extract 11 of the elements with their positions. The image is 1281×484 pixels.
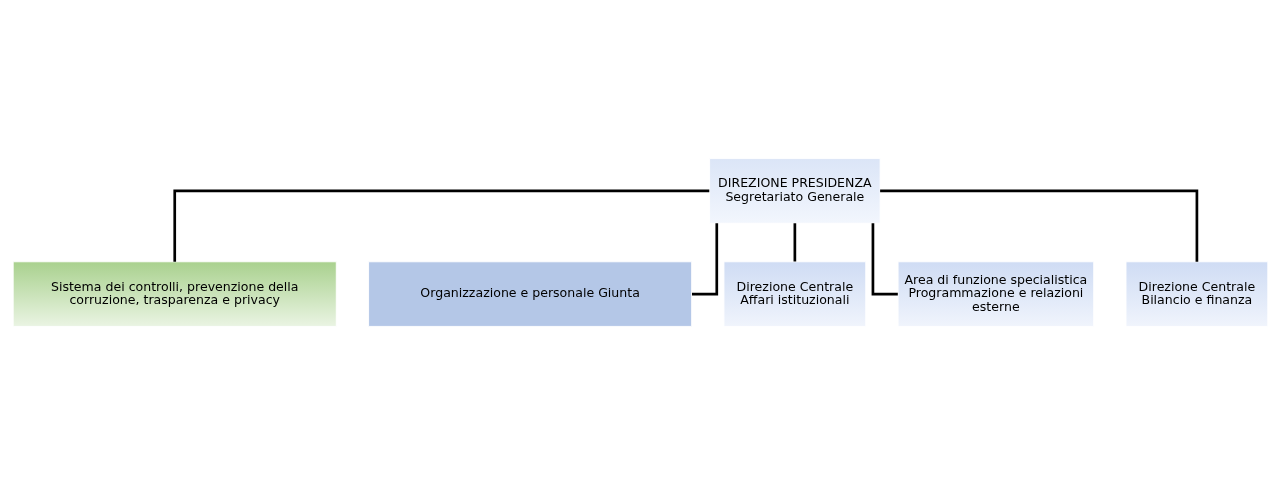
node-box: Area di funzione specialistica Programmazione e relazioni esterne — [897, 260, 1095, 327]
node-box: DIREZIONE PRESIDENZA Segretariato Generale — [709, 157, 881, 224]
connector — [871, 222, 898, 295]
connector — [793, 222, 797, 261]
connector — [692, 222, 719, 295]
connector — [173, 189, 710, 262]
node-box: Direzione Centrale Bilancio e finanza — [1125, 260, 1269, 327]
node-box: Sistema dei controlli, prevenzione della corruzione, trasparenza e privacy — [12, 260, 337, 327]
node-box: Organizzazione e personale Giunta — [368, 260, 693, 327]
connector — [880, 189, 1199, 262]
node-box: Direzione Centrale Affari istituzionali — [723, 260, 867, 327]
